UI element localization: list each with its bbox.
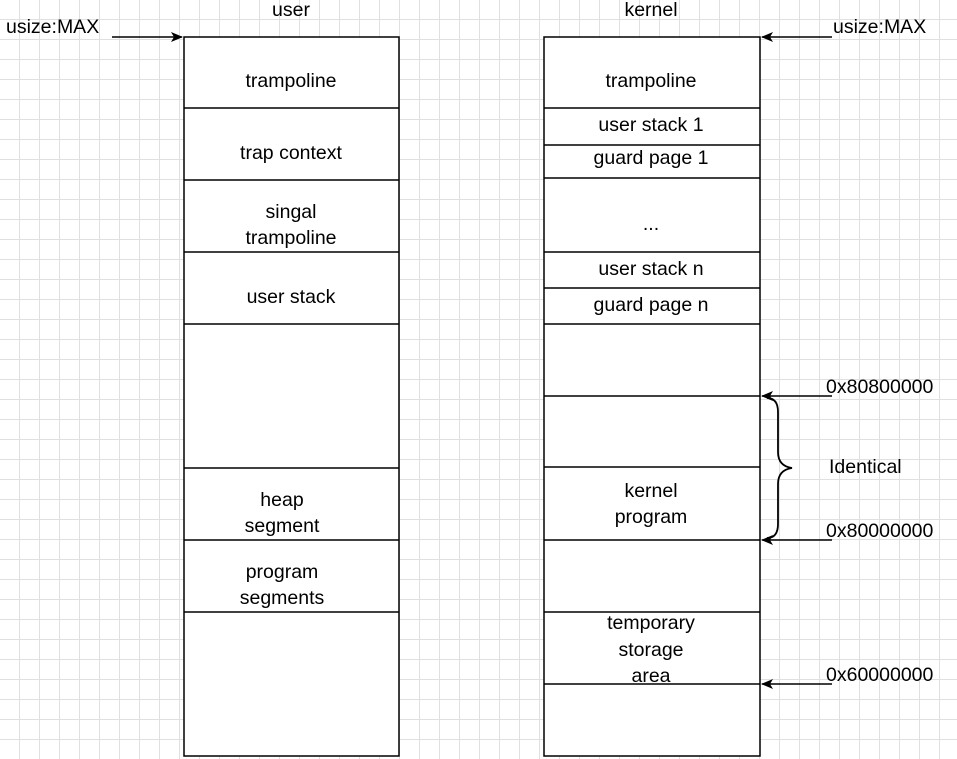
kernel-column-title: kernel <box>624 0 677 21</box>
user-heap-segment-label: segment <box>245 515 320 537</box>
user-top-marker-label: usize:MAX <box>6 16 99 38</box>
user-stack-label: user stack <box>247 286 336 308</box>
user-trap-context-label: trap context <box>240 142 342 164</box>
kernel-user-stack-1-label: user stack 1 <box>598 114 703 136</box>
user-program-segments-label: segments <box>240 587 325 609</box>
kernel-program-label: kernel <box>624 480 677 502</box>
kernel-address-space: trampoline user stack 1 guard page 1 ...… <box>543 36 761 757</box>
kernel-guard-page-1-label: guard page 1 <box>594 147 709 169</box>
identical-brace <box>766 397 793 539</box>
kernel-program-label: program <box>615 506 688 528</box>
kernel-temporary-storage-label: storage <box>618 639 683 661</box>
user-signal-trampoline-label: singal <box>266 201 317 223</box>
kernel-ellipsis-label: ... <box>643 213 659 235</box>
user-column-title: user <box>272 0 310 21</box>
identical-label: Identical <box>829 456 902 478</box>
kernel-trampoline-label: trampoline <box>605 70 696 92</box>
address-label-0x80800000: 0x80800000 <box>826 376 934 398</box>
kernel-temporary-storage-label: area <box>631 665 670 687</box>
kernel-user-stack-n-label: user stack n <box>598 258 703 280</box>
user-program-segments-label: program <box>246 561 319 583</box>
address-label-0x80000000: 0x80000000 <box>826 520 934 542</box>
kernel-top-marker-label: usize:MAX <box>833 16 926 38</box>
kernel-guard-page-n-label: guard page n <box>594 294 709 316</box>
kernel-temporary-storage-label: temporary <box>607 612 695 634</box>
address-label-0x60000000: 0x60000000 <box>826 664 934 686</box>
user-column-box <box>183 36 400 757</box>
user-heap-segment-label: heap <box>260 489 304 511</box>
user-signal-trampoline-label: trampoline <box>245 227 336 249</box>
user-trampoline-label: trampoline <box>245 70 336 92</box>
user-address-space: trampoline trap context singal trampolin… <box>183 36 400 757</box>
